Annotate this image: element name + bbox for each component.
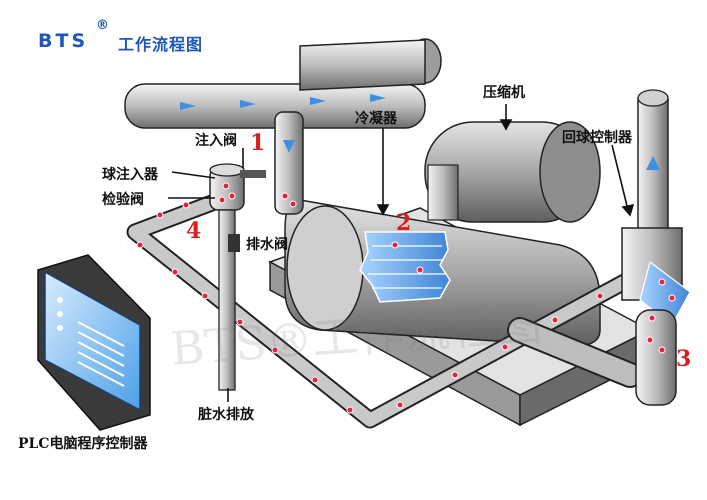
- label-injection-valve: 注入阀: [195, 133, 237, 149]
- label-ball-injector: 球注入器: [102, 167, 158, 183]
- return-pipe: [126, 189, 643, 429]
- label-ball-controller: 回球控制器: [562, 130, 632, 146]
- brand-logo: BTS ® 工作流程图: [38, 18, 202, 54]
- step-number-4: 4: [186, 218, 202, 244]
- label-condenser: 冷凝器: [355, 111, 397, 127]
- registered-mark: ®: [96, 18, 109, 33]
- step-number-3: 3: [676, 346, 692, 372]
- label-dirty-water-discharge: 脏水排放: [198, 407, 254, 423]
- inlet-pipe: [124, 38, 442, 215]
- plc-controller: [37, 254, 151, 431]
- ball-controller-unit: [621, 89, 691, 406]
- flow-arrows: [180, 94, 660, 170]
- label-drain-valve: 排水阀: [246, 237, 288, 253]
- label-check-valve: 检验阀: [102, 192, 144, 208]
- step-number-1: 1: [250, 130, 266, 156]
- cleaning-balls: [136, 182, 676, 414]
- compressor: [424, 121, 601, 223]
- callout-lines: [168, 104, 635, 402]
- label-compressor: 压缩机: [483, 85, 525, 101]
- condenser: [284, 199, 601, 347]
- step-number-2: 2: [396, 210, 412, 236]
- label-plc-controller: PLC电脑程序控制器: [18, 436, 148, 452]
- ball-injector: [209, 163, 266, 391]
- brand-name: BTS: [38, 30, 89, 52]
- brand-subtitle: 工作流程图: [118, 35, 204, 54]
